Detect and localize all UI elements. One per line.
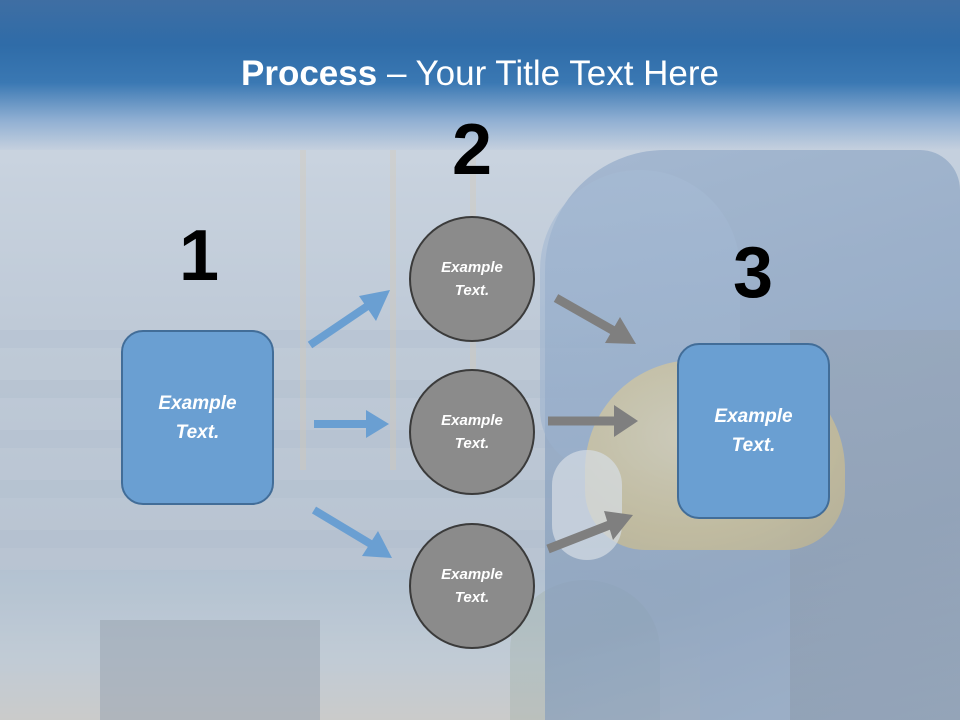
circle-middle-label-line1: Example [441,412,503,429]
step-3-box: Example Text. [677,343,830,519]
step-1-box: Example Text. [121,330,274,505]
background-roof [100,620,320,720]
arrow-circle-middle-to-3 [548,405,638,437]
step-2-circle-middle: Example Text. [409,369,535,495]
arrow-1-to-circle-top [307,290,390,349]
background-building [0,150,640,580]
circle-top-label-line2: Text. [454,282,490,299]
step-number-3: 3 [732,233,774,313]
circle-bottom-label-line1: Example [441,566,503,583]
circle-middle-label-line2: Text. [454,435,490,452]
title-bold: Process [241,54,378,93]
circle-top-label-line1: Example [441,259,503,276]
page-title: Process – Your Title Text Here [0,52,960,96]
step-3-label-line2: Text. [731,435,776,456]
step-1-label-line2: Text. [175,421,220,443]
title-rest: – Your Title Text Here [377,54,719,93]
background-scaffold [390,150,396,470]
arrow-circle-top-to-3 [553,294,636,344]
step-2-circle-bottom: Example Text. [409,523,535,649]
circle-bottom-label-line2: Text. [454,589,490,606]
step-number-1: 1 [178,216,220,296]
step-2-circle-top: Example Text. [409,216,535,342]
step-1-label-line1: Example [158,392,237,414]
arrow-1-to-circle-middle [314,410,389,438]
title-bar [0,0,960,150]
step-number-2: 2 [451,110,493,190]
arrow-1-to-circle-bottom [311,506,392,558]
step-3-label-line1: Example [714,406,793,427]
background-scaffold [300,150,306,470]
arrow-circle-bottom-to-3 [546,511,633,554]
